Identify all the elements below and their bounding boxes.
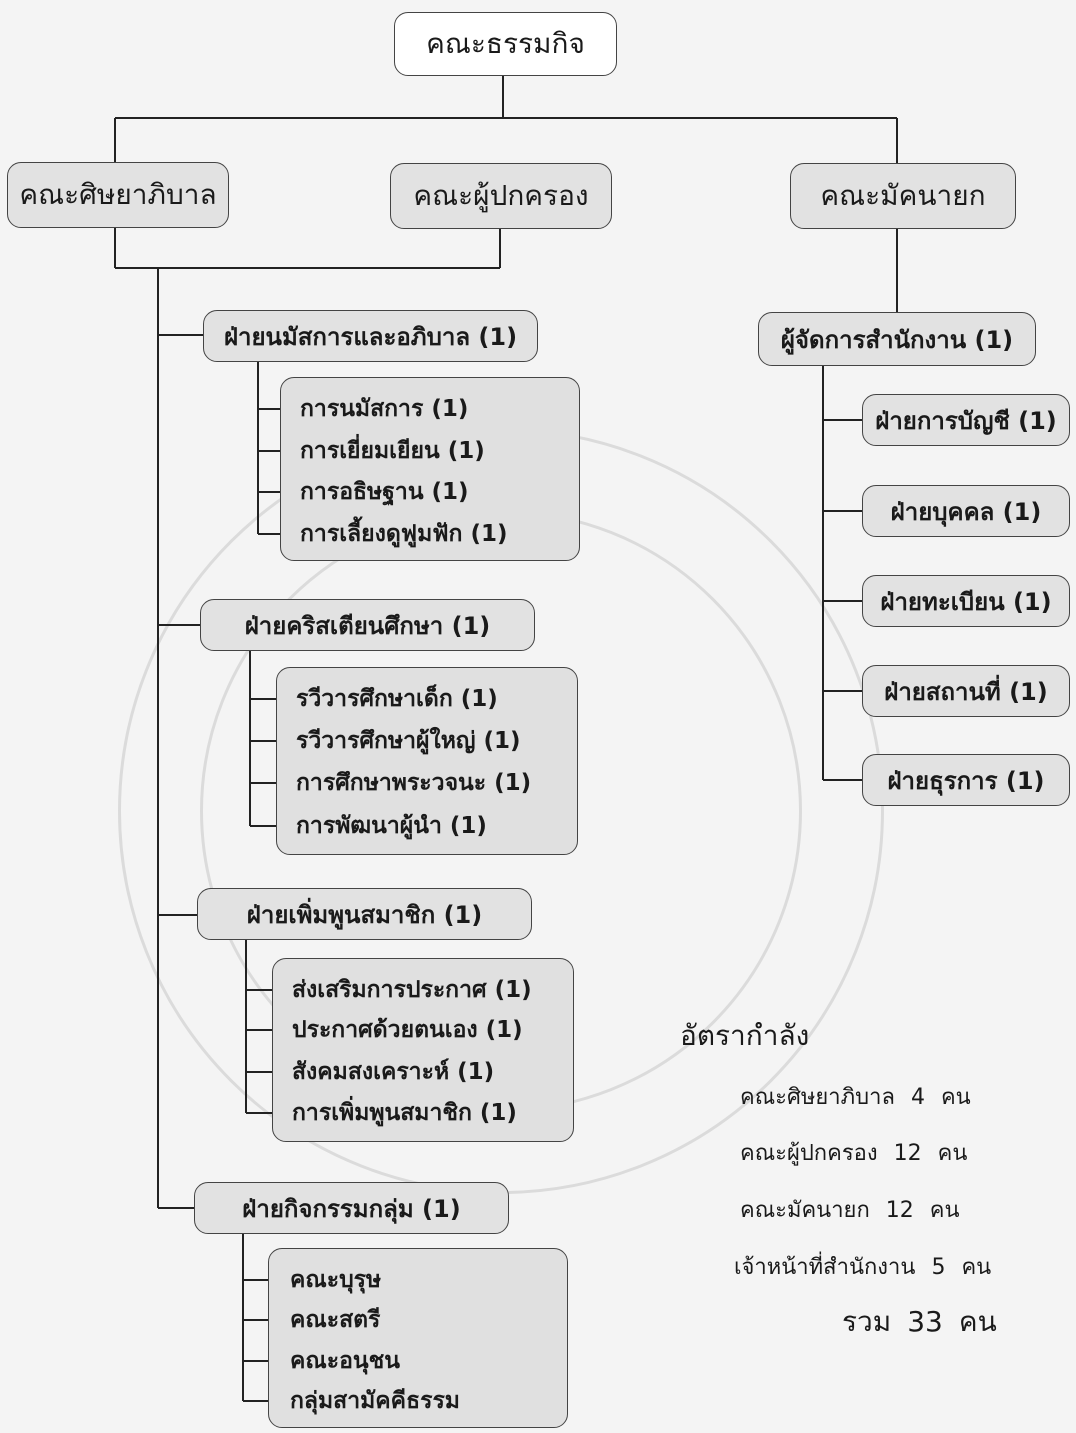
manpower-row: คณะผู้ปกครอง 12 คน (740, 1135, 967, 1170)
unit-label: ฝ่ายทะเบียน (1) (880, 587, 1052, 616)
row-unit: คน (961, 1255, 992, 1280)
list-item: ส่งเสริมการประกาศ (1) (292, 977, 532, 1003)
list-item: คณะอนุชน (290, 1348, 400, 1374)
elders-label: คณะศิษยาภิบาล (19, 178, 217, 211)
deacons-node: คณะผู้ปกครอง (390, 163, 612, 229)
list-item: รวีวารศึกษาผู้ใหญ่ (1) (296, 728, 521, 754)
row-unit: คน (937, 1141, 968, 1166)
list-item: การอธิษฐาน (1) (300, 479, 469, 505)
list-item: คณะบุรุษ (290, 1267, 382, 1293)
list-item: กลุ่มสามัคคีธรรม (290, 1388, 460, 1414)
row-name: คณะมัคนายก (740, 1198, 870, 1223)
dept-label: ฝ่ายคริสเตียนศึกษา (1) (244, 611, 491, 640)
dept-label: ฝ่ายกิจกรรมกลุ่ม (1) (242, 1194, 461, 1223)
list-item: การเลี้ยงดูฟูมฟัก (1) (300, 521, 508, 547)
unit-label: ฝ่ายสถานที่ (1) (884, 677, 1048, 706)
total-label: รวม (842, 1305, 892, 1338)
manpower-row: คณะศิษยาภิบาล 4 คน (740, 1079, 971, 1114)
list-item: การศึกษาพระวจนะ (1) (296, 770, 532, 796)
unit-node: ฝ่ายธุรการ (1) (862, 754, 1070, 806)
dept-membership-node: ฝ่ายเพิ่มพูนสมาชิก (1) (197, 888, 532, 940)
elders-node: คณะศิษยาภิบาล (7, 162, 229, 228)
root-node: คณะธรรมกิจ (394, 12, 617, 76)
dept-worship-node: ฝ่ายนมัสการและอภิบาล (1) (203, 310, 538, 362)
dept-education-group (276, 667, 578, 855)
root-label: คณะธรรมกิจ (426, 27, 585, 60)
row-name: เจ้าหน้าที่สำนักงาน (734, 1255, 916, 1280)
manpower-row: คณะมัคนายก 12 คน (740, 1192, 960, 1227)
row-unit: คน (929, 1198, 960, 1223)
deacons-label: คณะผู้ปกครอง (413, 179, 589, 212)
total-count: 33 (907, 1305, 943, 1338)
list-item: การเยี่ยมเยียน (1) (300, 438, 485, 464)
row-name: คณะศิษยาภิบาล (740, 1085, 895, 1110)
list-item: การเพิ่มพูนสมาชิก (1) (292, 1100, 517, 1126)
row-count: 4 (910, 1085, 925, 1110)
unit-label: ฝ่ายบุคคล (1) (890, 497, 1042, 526)
office-manager-label: ผู้จัดการสำนักงาน (1) (780, 325, 1014, 354)
unit-label: ฝ่ายธุรการ (1) (887, 766, 1045, 795)
unit-node: ฝ่ายทะเบียน (1) (862, 575, 1070, 627)
row-count: 5 (931, 1255, 946, 1280)
dept-label: ฝ่ายนมัสการและอภิบาล (1) (223, 322, 518, 351)
list-item: รวีวารศึกษาเด็ก (1) (296, 686, 498, 712)
office-manager-node: ผู้จัดการสำนักงาน (1) (758, 312, 1036, 366)
stewards-node: คณะมัคนายก (790, 163, 1016, 229)
dept-worship-group (280, 377, 580, 561)
manpower-total: รวม 33 คน (842, 1300, 997, 1344)
dept-education-node: ฝ่ายคริสเตียนศึกษา (1) (200, 599, 535, 651)
unit-label: ฝ่ายการบัญชี (1) (875, 406, 1057, 435)
unit-node: ฝ่ายสถานที่ (1) (862, 665, 1070, 717)
unit-node: ฝ่ายการบัญชี (1) (862, 394, 1070, 446)
list-item: สังคมสงเคราะห์ (1) (292, 1059, 495, 1085)
dept-groups-group (268, 1248, 568, 1428)
dept-label: ฝ่ายเพิ่มพูนสมาชิก (1) (246, 900, 483, 929)
row-name: คณะผู้ปกครอง (740, 1141, 878, 1166)
list-item: การนมัสการ (1) (300, 396, 469, 422)
manpower-title: อัตรากำลัง (680, 1019, 810, 1052)
dept-groups-node: ฝ่ายกิจกรรมกลุ่ม (1) (194, 1182, 509, 1234)
total-unit: คน (958, 1305, 997, 1338)
manpower-row: เจ้าหน้าที่สำนักงาน 5 คน (734, 1249, 991, 1284)
list-item: ประกาศด้วยตนเอง (1) (292, 1017, 523, 1043)
row-count: 12 (885, 1198, 914, 1223)
dept-membership-group (272, 958, 574, 1142)
list-item: คณะสตรี (290, 1307, 381, 1333)
stewards-label: คณะมัคนายก (820, 179, 986, 212)
row-unit: คน (940, 1085, 971, 1110)
row-count: 12 (893, 1141, 922, 1166)
unit-node: ฝ่ายบุคคล (1) (862, 485, 1070, 537)
list-item: การพัฒนาผู้นำ (1) (296, 813, 487, 839)
